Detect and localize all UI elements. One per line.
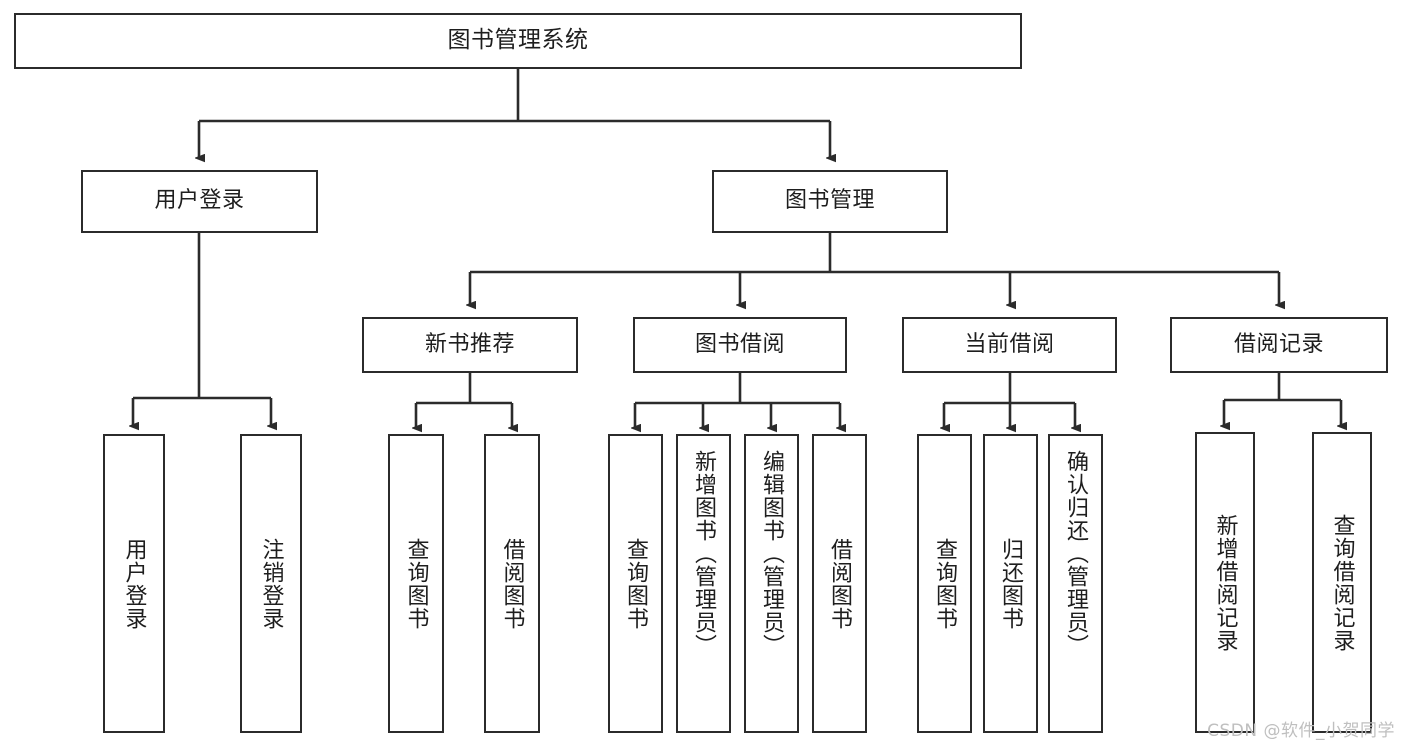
leaf-label: 查询借阅记录 [1329,513,1355,652]
leaf-current-borrow-query[interactable]: 查询图书 [917,434,972,733]
leaf-new-book-rec-query[interactable]: 查询图书 [388,434,444,733]
node-new-book-rec-label: 新书推荐 [424,331,515,357]
node-book-borrow-label: 图书借阅 [694,331,785,357]
leaf-label: 注销登录 [258,537,284,630]
node-root-label: 图书管理系统 [447,27,589,54]
leaf-label: 查询图书 [623,537,649,630]
node-book-manage[interactable]: 图书管理 [712,170,948,233]
leaf-label: 借阅图书 [499,537,525,630]
node-current-borrow[interactable]: 当前借阅 [902,317,1117,373]
node-current-borrow-label: 当前借阅 [964,331,1055,357]
node-borrow-record[interactable]: 借阅记录 [1170,317,1388,373]
leaf-label: 用户登录 [121,537,147,630]
leaf-label: 借阅图书 [827,537,853,630]
leaf-borrow-record-add[interactable]: 新增借阅记录 [1195,432,1255,733]
node-user-login-label: 用户登录 [154,188,245,214]
node-borrow-record-label: 借阅记录 [1233,331,1324,357]
node-book-manage-label: 图书管理 [784,188,875,214]
leaf-label: 新增借阅记录 [1212,513,1238,652]
leaf-label: 查询图书 [403,537,429,630]
leaf-book-borrow-add[interactable]: 新增图书（管理员） [676,434,731,733]
leaf-label: 编辑图书（管理员） [759,450,785,657]
leaf-current-borrow-confirm[interactable]: 确认归还（管理员） [1048,434,1103,733]
leaf-label: 新增图书（管理员） [691,450,717,657]
leaf-label: 查询图书 [932,537,958,630]
node-root[interactable]: 图书管理系统 [14,13,1022,69]
node-new-book-rec[interactable]: 新书推荐 [362,317,578,373]
leaf-user-login-login[interactable]: 用户登录 [103,434,165,733]
leaf-book-borrow-borrow[interactable]: 借阅图书 [812,434,867,733]
leaf-label: 确认归还（管理员） [1063,450,1089,657]
leaf-user-login-logout[interactable]: 注销登录 [240,434,302,733]
leaf-label: 归还图书 [998,537,1024,630]
watermark: CSDN @软件_小贺同学 [1207,721,1395,741]
leaf-book-borrow-query[interactable]: 查询图书 [608,434,663,733]
leaf-book-borrow-edit[interactable]: 编辑图书（管理员） [744,434,799,733]
node-user-login[interactable]: 用户登录 [81,170,318,233]
leaf-current-borrow-return[interactable]: 归还图书 [983,434,1038,733]
leaf-borrow-record-query[interactable]: 查询借阅记录 [1312,432,1372,733]
node-book-borrow[interactable]: 图书借阅 [633,317,847,373]
leaf-new-book-rec-borrow[interactable]: 借阅图书 [484,434,540,733]
